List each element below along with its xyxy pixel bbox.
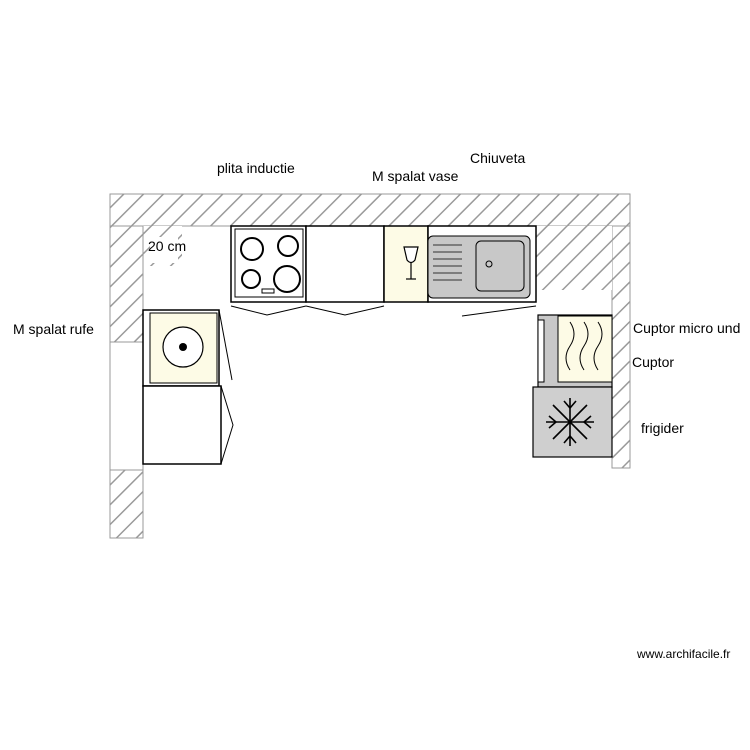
fridge-cabinet[interactable] <box>532 386 613 458</box>
sink-cabinet[interactable] <box>427 225 537 317</box>
label-plita-inductie: plita inductie <box>217 160 295 176</box>
wall-left-lower <box>109 469 144 539</box>
wall-right <box>611 225 631 469</box>
label-20-cm: 20 cm <box>148 238 186 254</box>
snowflake-icon <box>546 398 594 446</box>
cooktop-cabinet[interactable] <box>230 225 307 316</box>
watermark: www.archifacile.fr <box>636 647 730 661</box>
label-m-spalat-rufe: M spalat rufe <box>13 321 94 337</box>
induction-hob-icon <box>234 228 304 298</box>
empty-cabinet[interactable] <box>305 225 385 316</box>
microwave-waves-icon <box>557 315 613 383</box>
wine-glass-icon <box>403 246 419 280</box>
dishwasher-cabinet[interactable] <box>383 225 429 303</box>
label-cuptor: Cuptor <box>632 354 674 370</box>
walls <box>109 193 631 539</box>
label-cuptor-micro-und: Cuptor micro und <box>633 320 740 336</box>
label-chiuveta: Chiuveta <box>470 150 525 166</box>
wall-left-upper <box>109 225 144 343</box>
label-m-spalat-vase: M spalat vase <box>372 168 459 184</box>
label-frigider: frigider <box>641 420 684 436</box>
wall-top <box>109 193 631 227</box>
washing-machine-cabinet[interactable] <box>142 309 233 387</box>
notch-white <box>150 237 178 263</box>
lower-left-cabinet[interactable] <box>142 385 234 465</box>
oven-cabinet[interactable] <box>537 314 613 388</box>
sink-icon <box>427 235 531 299</box>
wall-right-gap <box>536 226 612 290</box>
